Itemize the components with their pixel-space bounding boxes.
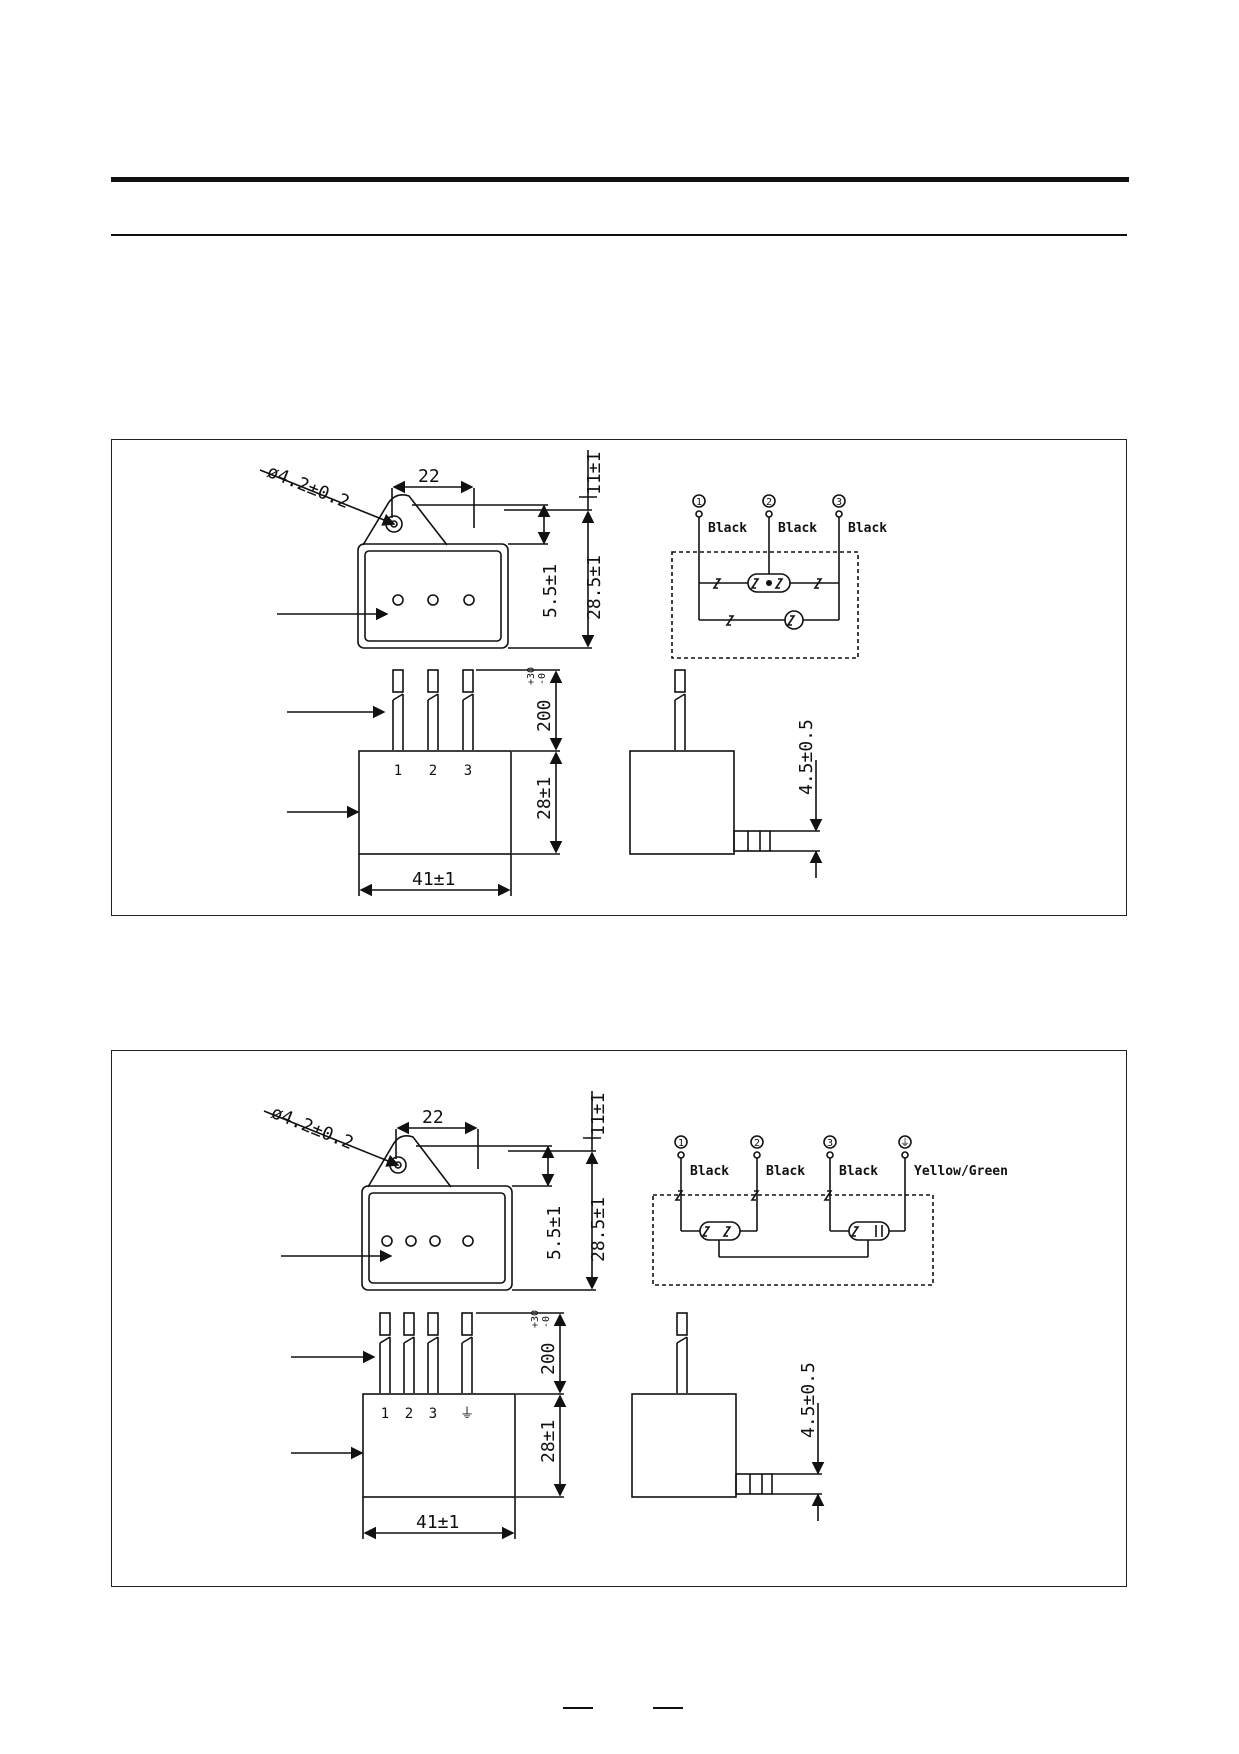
p2-dim-body: 28±1 [538, 1420, 559, 1463]
p2-dim-height: 28.5±1 [588, 1197, 609, 1262]
drawing-panel-2: ø4.2±0.2 22 11±1 5.5±1 28.5±1 200 28±1 4… [111, 1050, 1127, 1587]
p1-dim-lead: 200 [534, 699, 555, 732]
front-view-body [358, 750, 512, 855]
p2-tol-minus: -0 [541, 1316, 552, 1328]
p2-wire-ground-color: Yellow/Green [914, 1164, 1008, 1179]
p2-wire-3-color: Black [839, 1164, 878, 1179]
p1-tol-plus: +30 [526, 667, 537, 685]
p1-wire-2-color: Black [778, 521, 817, 536]
p1-hole-label: ø4.2±0.2 [264, 461, 352, 513]
p1-wire-3-num: 3 [836, 497, 842, 508]
p2-wire-1-num: 1 [678, 1138, 684, 1149]
p2-dim-width: 41±1 [416, 1512, 459, 1533]
p2-wire-3-num: 3 [827, 1138, 833, 1149]
top-view-body-outer [357, 543, 509, 649]
p1-dim-width: 41±1 [412, 869, 455, 890]
header-rule-thick [111, 177, 1129, 182]
p2-pin-ground: ⏚ [460, 1406, 474, 1422]
p1-dim-height: 28.5±1 [584, 555, 605, 620]
footer-dash-left [563, 1707, 593, 1709]
p1-wire-3-color: Black [848, 521, 887, 536]
top-view-body-inner [364, 550, 502, 642]
p2-wire-2-num: 2 [754, 1138, 760, 1149]
drawing-1-svg: ø4.2±0.2 22 11±1 5.5±1 28.5±1 200 28±1 4… [259, 450, 887, 897]
p1-pin-3: 3 [464, 763, 472, 779]
side-view-body [629, 750, 735, 855]
p2-pin-3: 3 [429, 1406, 437, 1422]
schematic-box [671, 551, 859, 659]
p1-dim-body: 28±1 [534, 777, 555, 820]
p1-dim-mount: 5.5±1 [540, 564, 561, 618]
p2-dim-top: 11±1 [588, 1093, 609, 1136]
p1-wire-2-num: 2 [766, 497, 772, 508]
p1-tol-minus: -0 [537, 673, 548, 685]
drawing-panel-1: ø4.2±0.2 22 11±1 5.5±1 28.5±1 200 28±1 4… [111, 439, 1127, 916]
p2-pin-2: 2 [405, 1406, 413, 1422]
header-rule-thin [111, 234, 1127, 236]
footer-dash-right [653, 1707, 683, 1709]
p2-tol-plus: +30 [530, 1310, 541, 1328]
p2-width-top: 22 [422, 1107, 444, 1128]
p1-pin-2: 2 [429, 763, 437, 779]
p2-dim-side: 4.5±0.5 [798, 1362, 819, 1438]
p1-pin-1: 1 [394, 763, 402, 779]
p2-dim-mount: 5.5±1 [544, 1206, 565, 1260]
drawing-2-svg: ø4.2±0.2 22 11±1 5.5±1 28.5±1 200 28±1 4… [263, 1091, 1008, 1540]
p2-dim-lead: 200 [538, 1342, 559, 1375]
p1-dim-top: 11±1 [584, 452, 605, 495]
p2-hole-label: ø4.2±0.2 [268, 1102, 356, 1154]
p1-dim-side: 4.5±0.5 [796, 719, 817, 795]
p2-wire-ground-num: ⏚ [900, 1137, 910, 1149]
mounting-tab [362, 494, 448, 546]
p1-wire-1-num: 1 [696, 497, 702, 508]
p2-pin-1: 1 [381, 1406, 389, 1422]
p1-wire-1-color: Black [708, 521, 747, 536]
p2-wire-2-color: Black [766, 1164, 805, 1179]
p2-wire-1-color: Black [690, 1164, 729, 1179]
p1-width-top: 22 [418, 466, 440, 487]
